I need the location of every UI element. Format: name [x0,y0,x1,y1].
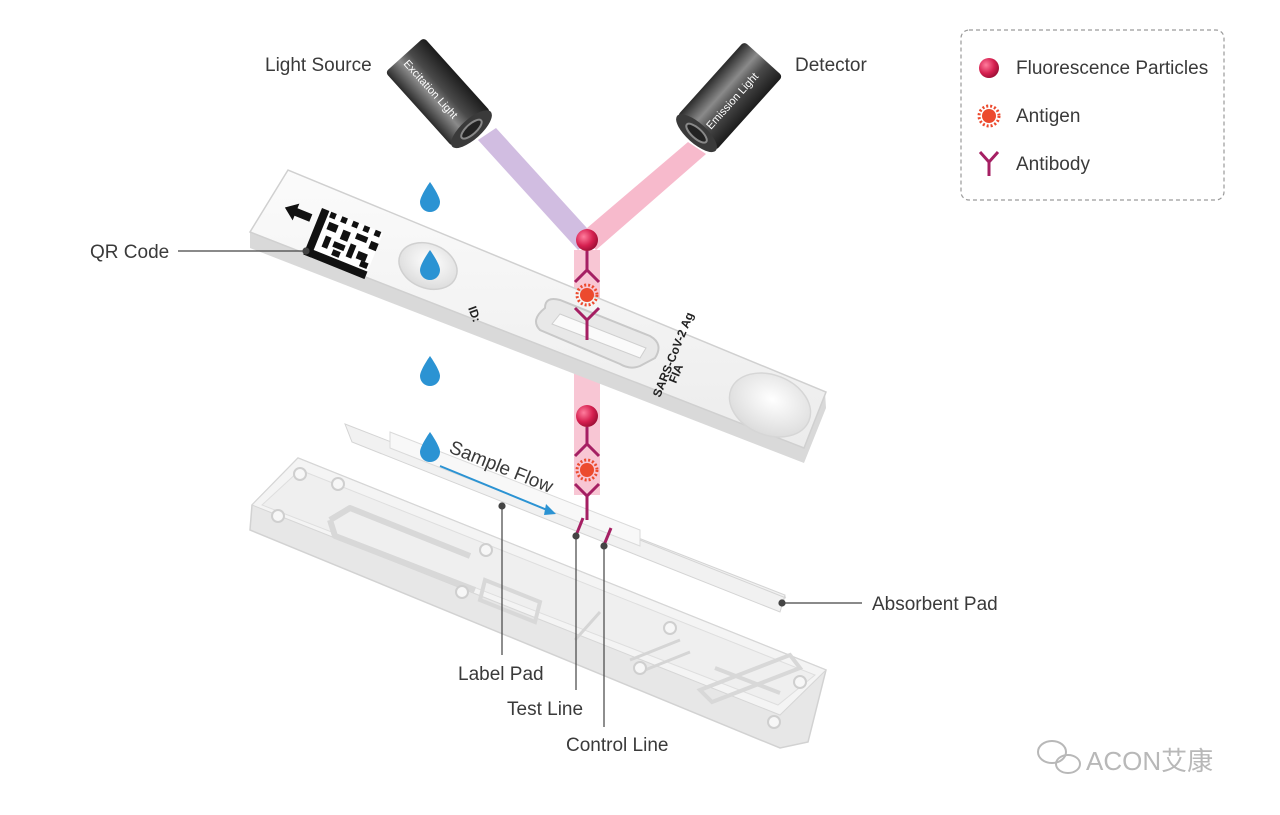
control-line-mark [602,527,613,546]
fluorescence-particle-icon [576,405,598,427]
cassette-id-label: ID: [465,304,484,324]
absorbent-pad-label: Absorbent Pad [872,594,998,615]
qr-code-graphic [303,208,384,280]
legend-label-antibody: Antibody [1016,154,1090,175]
droplet-icon [420,250,440,280]
qr-code-label: QR Code [90,242,169,263]
antigen-icon [575,283,599,307]
label-pad-label: Label Pad [458,664,544,685]
antibody-icon [978,150,1000,176]
antibody-icon [573,482,601,520]
droplet-icon [420,182,440,212]
watermark: ACON艾康 [1037,740,1213,776]
excitation-beam [478,128,596,250]
detector-label: Detector [795,55,867,76]
fluorescence-particle-icon [979,58,999,78]
cassette-bottom-tray [249,457,827,749]
legend: Fluorescence Particles Antigen Antibody [960,29,1225,201]
antibody-icon [573,427,601,458]
droplet-icon [420,432,440,462]
wechat-icon [1037,740,1081,774]
sample-flow-arrow [439,465,556,515]
direction-arrow-icon [284,203,313,222]
antigen-icon [575,458,599,482]
cassette-name-line-2: FIA [666,362,686,385]
watermark-text: ACON艾康 [1086,746,1213,776]
complex-lower [573,405,601,520]
test-line-mark [575,517,585,534]
detector-cylinder [676,43,782,153]
fluorescence-particle-icon [576,229,598,251]
droplets [420,182,440,462]
antibody-icon [573,306,601,340]
test-strip [344,423,787,613]
legend-label-antigen: Antigen [1016,106,1080,127]
control-line-label: Control Line [566,735,668,756]
legend-label-particles: Fluorescence Particles [1016,58,1208,79]
complex-upper [573,229,601,340]
antibody-icon [573,251,601,284]
cassette-top [248,169,827,463]
light-source-label: Light Source [265,55,372,76]
tray-pegs [271,467,807,729]
light-source-cylinder [386,39,492,149]
leader-lines [178,247,862,727]
droplet-icon [420,356,440,386]
emission-beam [580,142,706,250]
antigen-icon [977,104,1001,128]
test-line-label: Test Line [507,699,583,720]
